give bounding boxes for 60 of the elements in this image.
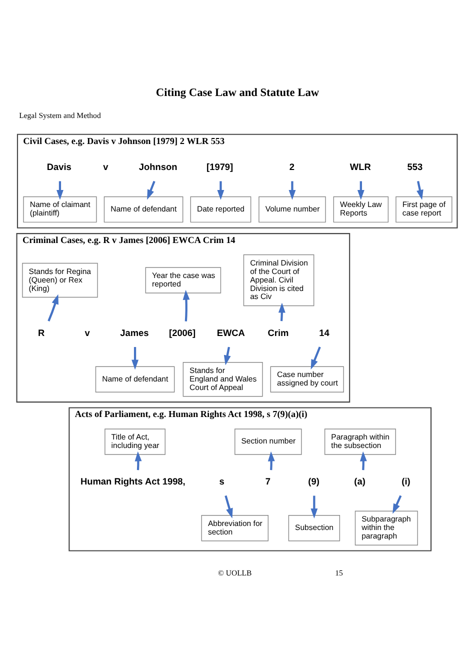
arrow <box>132 346 139 370</box>
node-box: First page of case report <box>396 196 452 222</box>
node-text: R <box>38 327 45 338</box>
node-text: Human Rights Act 1998, <box>80 476 186 486</box>
node-box: Weekly Law Reports <box>333 196 389 222</box>
node-box: Stands for England and Wales Court of Appeal <box>182 362 263 396</box>
node-text: [2006] <box>169 327 196 338</box>
arrow <box>392 494 402 514</box>
arrow <box>357 180 364 200</box>
arrow <box>182 289 190 321</box>
arrow <box>217 180 224 200</box>
label: v <box>84 327 90 338</box>
label: 15 <box>335 568 343 577</box>
label: v <box>103 162 108 172</box>
node-text: [1979] <box>206 162 234 172</box>
node-text: 553 <box>407 162 423 172</box>
node-text: Crim <box>268 327 289 338</box>
arrow <box>268 450 275 470</box>
arrow <box>56 180 64 200</box>
node-box: Subparagraph within the paragraph <box>354 510 418 545</box>
arrow <box>310 346 321 370</box>
node-box: Name of defendant <box>104 196 184 222</box>
diagram-title: Citing Case Law and Statute Law <box>156 86 320 99</box>
arrow <box>360 450 367 470</box>
arrow <box>48 294 58 321</box>
node-box: Year the case was reported <box>145 266 222 293</box>
node-box: Criminal Division of the Court of Appeal. Civil Division is cited as Civ <box>243 254 314 306</box>
node-text: EWCA <box>216 327 245 338</box>
node-box: Case number assigned by court <box>270 366 344 392</box>
node-text: (9) <box>308 476 320 486</box>
arrow <box>224 346 231 365</box>
arrow <box>416 180 424 200</box>
arrow <box>147 180 156 200</box>
arrow <box>134 450 142 470</box>
node-box: Volume number <box>258 196 326 222</box>
arrow <box>310 495 318 518</box>
node-text: (i) <box>402 476 410 486</box>
arrow <box>278 302 286 321</box>
node-text: s <box>219 476 224 486</box>
node-box: Paragraph within the subsection <box>324 428 396 454</box>
node-box: Name of defendant <box>95 366 175 392</box>
node-text: Johnson <box>138 162 178 172</box>
node-box: Date reported <box>190 196 252 222</box>
node-box: Abbreviation for section <box>201 514 268 541</box>
label: Legal System and Method <box>19 110 101 120</box>
node-box: Section number <box>234 428 302 454</box>
node-text: 14 <box>319 327 330 338</box>
label: © UOLLB <box>218 568 252 577</box>
arrow <box>288 180 296 200</box>
arrow <box>224 494 233 518</box>
node-text: 7 <box>265 476 270 486</box>
node-box: Stands for Regina (Queen) or Rex (King) <box>22 262 98 298</box>
node-text: James <box>120 327 149 338</box>
node-box: Subsection <box>288 514 340 541</box>
node-text: WLR <box>350 162 371 172</box>
node-text: (a) <box>354 476 366 486</box>
node-text: 2 <box>289 162 295 172</box>
node-box: Title of Act, including year <box>104 428 166 454</box>
node-text: Davis <box>46 162 72 172</box>
node-box: Name of claimant (plaintiff) <box>23 196 97 222</box>
